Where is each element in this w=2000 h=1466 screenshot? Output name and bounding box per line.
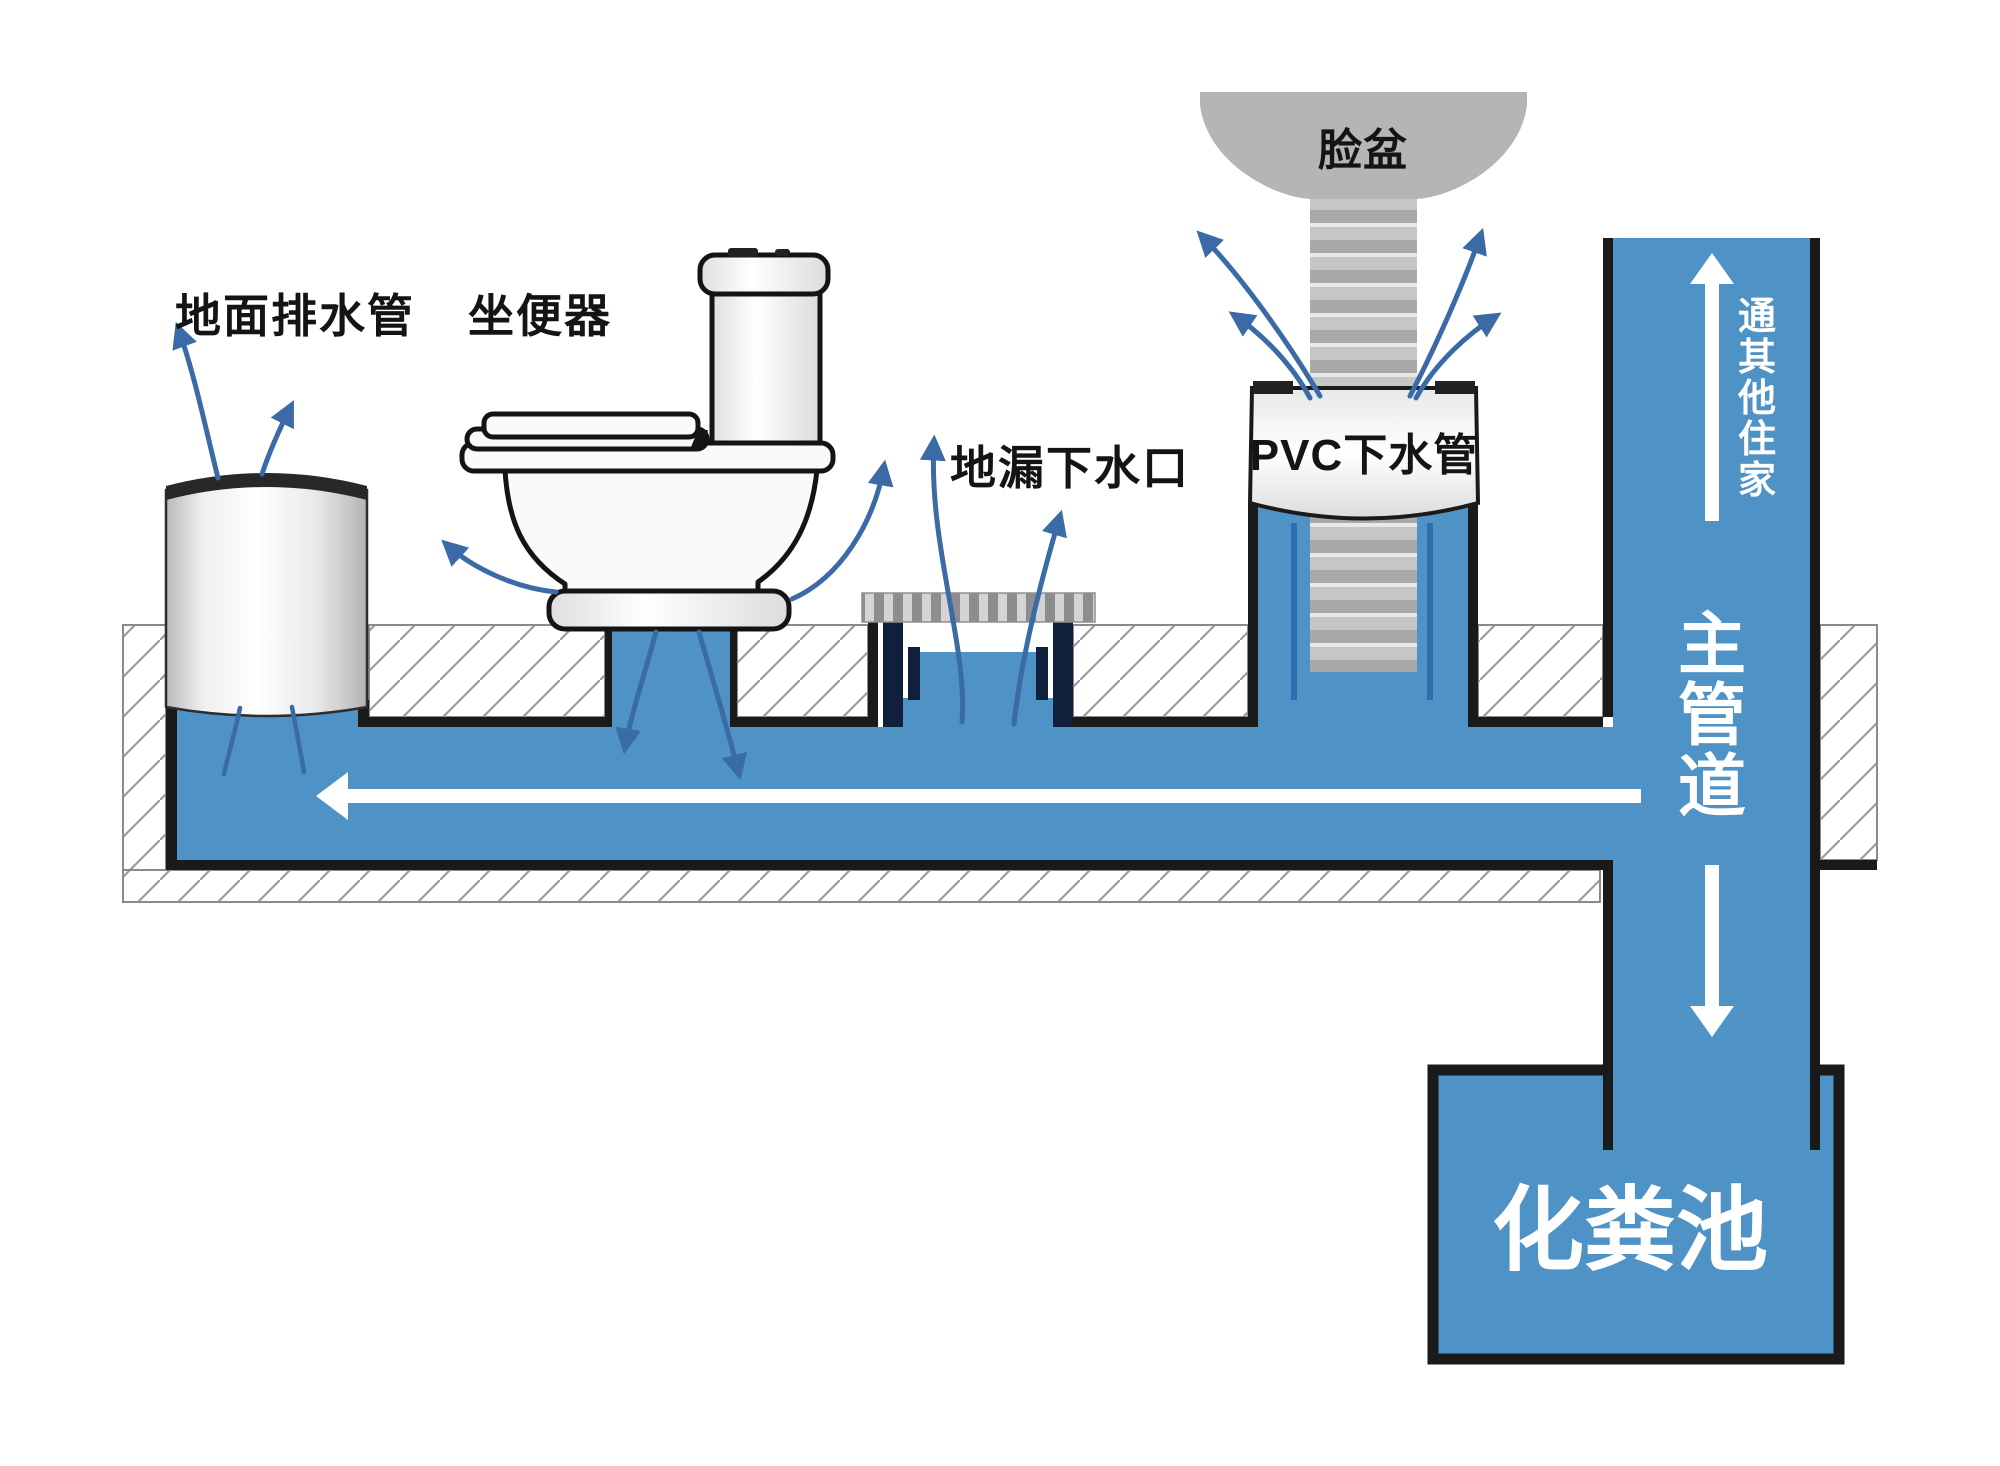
- pvc-outer-wall-left: [1248, 503, 1258, 727]
- pvc-vent-arrow-outer-right: [1407, 227, 1487, 399]
- toilet-base: [546, 588, 792, 632]
- standpipe-right-stub: [358, 700, 369, 727]
- slab-right-block-border: [1820, 860, 1877, 870]
- trap-slot-left: [903, 647, 908, 698]
- basin-bowl: [1200, 92, 1527, 199]
- label-main-pipe: 主管道: [1678, 607, 1746, 825]
- collar-clamp-right: [1435, 381, 1475, 394]
- label-to-other-homes: 通其他住家: [1737, 296, 1776, 502]
- pipe-bottom-border: [166, 860, 1613, 870]
- stack-wall-left-upper: [1603, 238, 1613, 717]
- toilet-tank-cap: [697, 252, 831, 297]
- slab-top-block-2: [736, 624, 869, 718]
- drain-vent-arrow-right: [1011, 509, 1067, 727]
- septic-tank-outline: [1427, 1064, 1845, 1365]
- pvc-vent-arrow-outer-left: [1196, 230, 1323, 399]
- trap-inner-lip-right: [1036, 647, 1048, 700]
- label-toilet: 坐便器: [468, 290, 612, 342]
- slab-block2-edge: [868, 622, 878, 727]
- stack-wall-right: [1810, 238, 1820, 1150]
- pvc-outer-wall-right: [1468, 503, 1478, 727]
- floor-drain-grate: [861, 592, 1096, 623]
- drain-vent-arrow-center: [919, 434, 966, 725]
- standpipe-body: [164, 477, 369, 718]
- label-floor-drain-inlet: 地漏下水口: [950, 442, 1190, 494]
- label-pvc-drain-pipe: PVC下水管: [1250, 431, 1478, 480]
- pipe-left-cap: [166, 697, 177, 870]
- toilet-bowl: [502, 467, 820, 599]
- floor-drain-trap: [861, 592, 1096, 727]
- slab-top-block-1: [368, 624, 606, 718]
- slab-top-block-3: [1072, 624, 1249, 718]
- labels: 地面排水管 坐便器 地漏下水口 脸盆 PVC下水管 通其他住家 主管道 化粪池: [175, 125, 1776, 1282]
- stack-down-arrow: [1690, 865, 1734, 1037]
- trap-inner-lip-left: [908, 647, 920, 700]
- toilet-outlet-wall-right: [730, 627, 737, 727]
- trap-outer-wall-right: [1053, 622, 1073, 727]
- pipe-top-border-2: [737, 717, 876, 727]
- toilet-vent-arrow-right: [789, 459, 894, 602]
- standpipe-stream-right: [289, 704, 307, 775]
- trap-outer-wall-left: [883, 622, 903, 727]
- outlet-flow-arrow-left: [615, 629, 659, 755]
- slab-top-block-4: [1477, 624, 1604, 718]
- floor-slab: [122, 624, 1878, 903]
- basin-unit: [1200, 92, 1527, 672]
- toilet-outlet-wall-left: [605, 627, 612, 727]
- toilet-flush-button: [728, 248, 758, 257]
- standpipe-vent-arrow-right: [259, 400, 294, 477]
- trap-slot-right: [1048, 647, 1053, 698]
- toilet-vent-arrow-left: [441, 539, 559, 595]
- pipe-top-border-3: [1073, 717, 1258, 727]
- standpipe-stream-left: [221, 705, 243, 777]
- flow-arrow-left-white: [316, 772, 1641, 820]
- slab-bottom-band: [122, 869, 1601, 903]
- label-septic-tank: 化粪池: [1492, 1180, 1768, 1282]
- toilet-seat-hinge: [691, 430, 708, 447]
- toilet-cap-detail: [775, 249, 790, 256]
- floor-drain-standpipe: [164, 473, 369, 718]
- label-floor-drain-pipe: 地面排水管: [175, 290, 415, 342]
- stack-wall-left-lower: [1603, 870, 1613, 1150]
- toilet-lid: [481, 411, 701, 440]
- standpipe-vent-arrow-left: [172, 321, 221, 481]
- trap-water: [903, 652, 1053, 732]
- pvc-vent-arrow-inner-right: [1413, 312, 1502, 401]
- septic-tank-water: [1433, 1070, 1839, 1359]
- slab-left-strip: [122, 624, 167, 903]
- slab-right-block: [1819, 624, 1878, 861]
- pipe-top-border-4: [1478, 717, 1603, 727]
- toilet-tank-body: [709, 285, 823, 449]
- pvc-collar: [1247, 386, 1481, 521]
- pvc-vent-arrow-inner-left: [1228, 311, 1313, 401]
- flow-streamlines: [172, 227, 1502, 781]
- collar-clamp-left: [1253, 381, 1293, 394]
- stack-up-arrow: [1690, 253, 1734, 521]
- toilet: [459, 248, 836, 632]
- label-basin: 脸盆: [1317, 125, 1408, 175]
- pipe-walls: [166, 238, 1877, 1150]
- outlet-flow-arrow-right: [696, 629, 747, 781]
- pipe-top-border-1: [369, 717, 605, 727]
